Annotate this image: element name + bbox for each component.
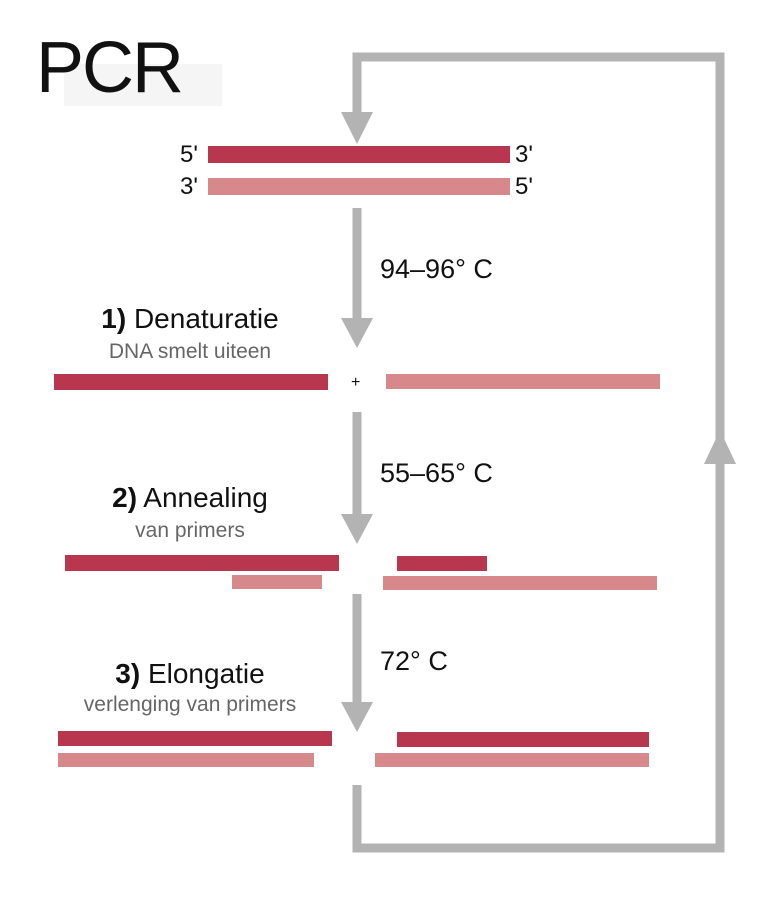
arrow-step1-head [341, 318, 373, 348]
step2-title: 2) Annealing [60, 482, 320, 514]
label-right-top: 3' [515, 141, 533, 168]
step1-name: Denaturatie [133, 303, 279, 334]
cycle-down-arrowhead [341, 112, 373, 144]
step3-right-strand-light [375, 753, 649, 767]
arrow-step2-head [341, 514, 373, 544]
top-strand-light [208, 178, 510, 195]
top-strand-dark [208, 146, 510, 163]
title-background [64, 64, 222, 106]
cycle-loop-line [352, 52, 725, 853]
step3-left-strand-light [58, 753, 314, 767]
page-title: PCR [36, 28, 184, 108]
step2-subtitle: van primers [135, 519, 245, 542]
step1-strand-dark [54, 374, 328, 390]
plus-sign: + [351, 374, 361, 391]
step3-right-strand-dark [397, 732, 649, 747]
temperature-step3: 72° C [380, 646, 448, 676]
label-left-bottom: 3' [180, 173, 198, 200]
step2-right-primer-dark [397, 556, 487, 571]
step3-number: 3) [115, 658, 141, 689]
step1-title: 1) Denaturatie [60, 303, 320, 335]
arrow-step3-head [341, 702, 373, 732]
step1-subtitle: DNA smelt uiteen [108, 340, 272, 363]
step1-number: 1) [101, 303, 127, 334]
label-left-top: 5' [180, 141, 198, 168]
step1-strand-light [386, 374, 660, 389]
label-right-bottom: 5' [515, 173, 533, 200]
step2-left-strand-dark [65, 555, 339, 571]
cycle-up-arrowhead [704, 430, 736, 464]
step3-name: Elongatie [147, 658, 265, 689]
step2-name: Annealing [143, 482, 268, 513]
step2-number: 2) [112, 482, 138, 513]
step2-left-primer-light [232, 575, 322, 589]
step3-subtitle: verlenging van primers [83, 693, 297, 716]
temperature-step2: 55–65° C [380, 458, 493, 488]
step3-left-strand-dark [58, 731, 332, 746]
step3-title: 3) Elongatie [60, 658, 320, 690]
temperature-step1: 94–96° C [380, 254, 493, 284]
step2-right-strand-light [383, 576, 657, 590]
